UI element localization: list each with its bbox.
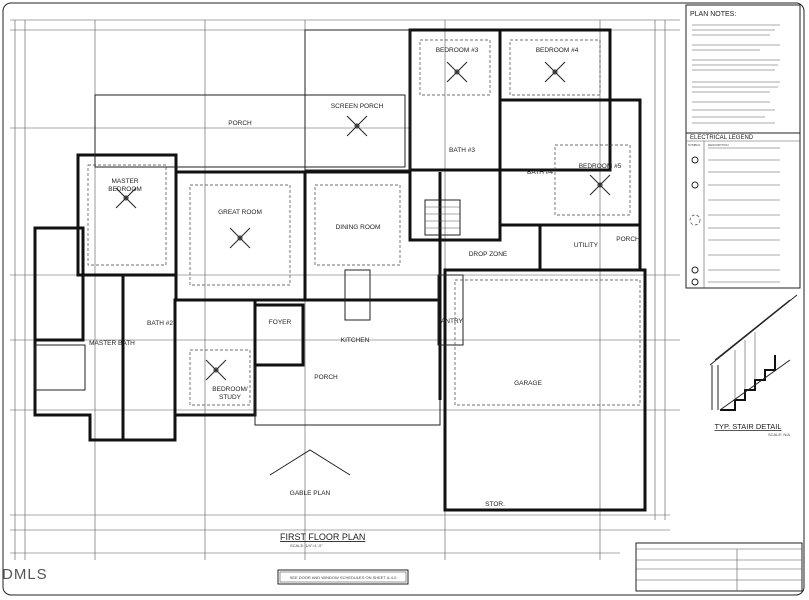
ceiling-fan-icons [115,61,611,381]
legend-rows [689,147,780,286]
room-label-front-porch: PORCH [314,374,338,381]
ceiling-fan-icon [589,174,611,196]
room-label-bedroom-study: BEDROOM/ [212,386,248,393]
room-label-screen-porch: SCREEN PORCH [331,103,384,110]
stairs [424,199,461,236]
electrical-legend-title: ELECTRICAL LEGEND [690,135,754,141]
room-label-master-bedroom: MASTER [111,178,138,185]
room-label-drop-zone: DROP ZONE [469,251,508,258]
plan-scale: SCALE: 1/4"=1'-0" [290,543,323,548]
room-label-bedroom-3: BEDROOM #3 [436,47,479,54]
separation-table [635,542,803,592]
room-label-side-porch: PORCH [616,236,640,243]
room-label-pantry: PANTRY [437,318,463,325]
room-label-bath-4: BATH #4 [527,169,553,176]
stair-detail-title: TYP. STAIR DETAIL [714,422,781,431]
room-label-bedroom-5: BEDROOM #5 [579,163,622,170]
stair-detail-drawing [709,294,798,411]
room-label-utility: UTILITY [574,242,599,249]
gable-outline [269,449,351,476]
room-label-master-bath: MASTER BATH [89,340,135,347]
room-label-bedroom-study-2: STUDY [219,394,242,401]
schedule-note: SEE DOOR AND WINDOW SCHEDULES ON SHEET A… [290,575,397,580]
room-label-bath-3: BATH #3 [449,147,475,154]
room-label-dining-room: DINING ROOM [336,224,381,231]
watermark-logo: DMLS [2,566,48,583]
kitchen-island [344,269,371,321]
legend-header-description: DESCRIPTION [708,143,729,147]
plan-notes-panel [685,4,801,289]
room-label-kitchen: KITCHEN [341,337,370,344]
room-label-great-room: GREAT ROOM [218,209,262,216]
schedule-note-box [277,569,409,585]
plan-notes-title: PLAN NOTES: [690,11,736,18]
legend-header-symbol: SYMBOL [688,143,701,147]
room-label-garage: GARAGE [514,380,542,387]
ceiling-fan-icon [229,227,251,249]
gable-plan-label: GABLE PLAN [290,490,331,497]
ceiling-outlines [87,39,641,406]
ceiling-fan-icon [115,187,137,209]
ceiling-fan-icon [544,61,566,83]
walls [33,28,647,512]
ceiling-fan-icon [446,61,468,83]
room-label-bath-2: BATH #2 [147,320,173,327]
ceiling-fan-icon [346,115,368,137]
room-label-foyer: FOYER [269,319,292,326]
ceiling-fan-icon [205,359,227,381]
room-label-rear-porch: PORCH [228,120,252,127]
plan-title: FIRST FLOOR PLAN [280,532,365,542]
stair-detail-scale: SCALE: N/A [768,432,790,437]
room-label-bedroom-4: BEDROOM #4 [536,47,579,54]
room-label-master-bedroom-2: BEDROOM [108,186,142,193]
room-label-storage: STOR. [485,501,505,508]
rear-porch-outline [94,29,411,171]
